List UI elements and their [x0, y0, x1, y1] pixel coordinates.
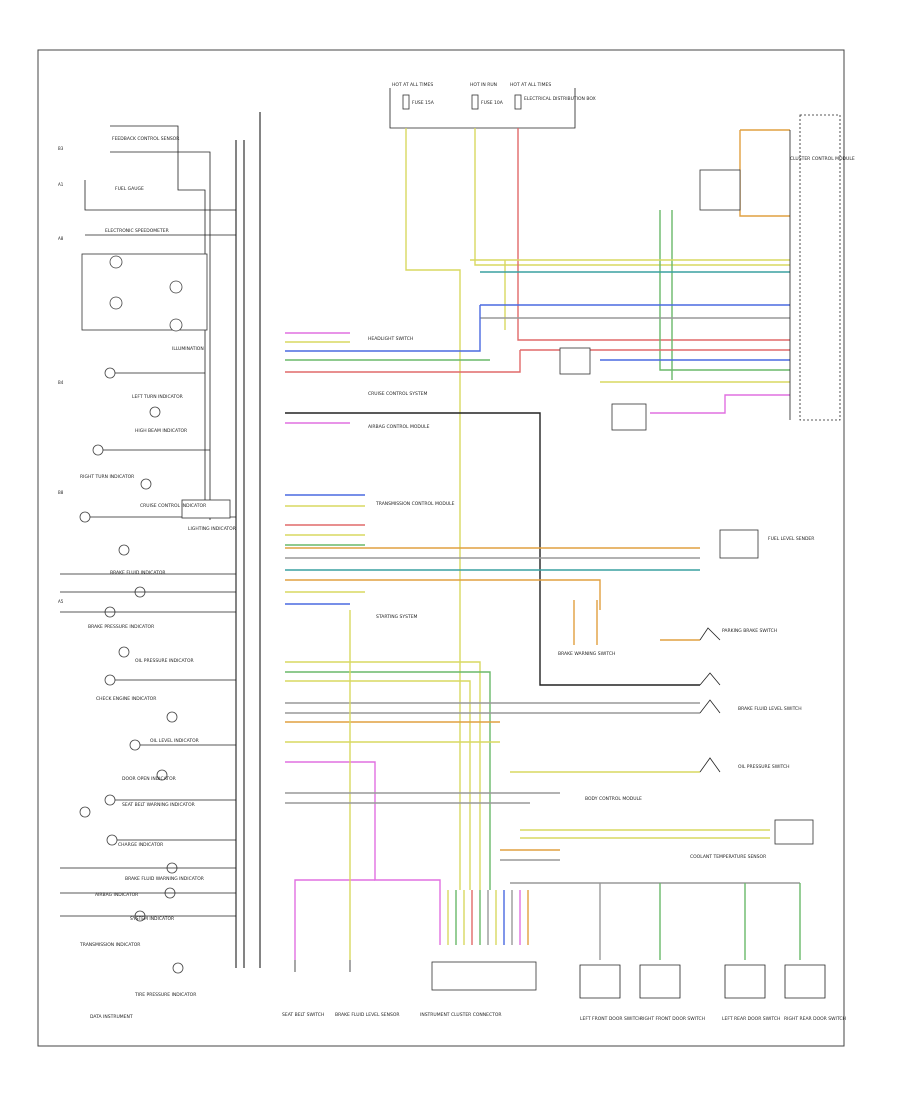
wire-red: [285, 350, 521, 373]
svg-text:BRAKE FLUID INDICATOR: BRAKE FLUID INDICATOR: [110, 570, 166, 576]
svg-text:ILLUMINATION: ILLUMINATION: [172, 346, 204, 352]
wire-orange: [739, 130, 790, 217]
warning-box: [611, 403, 647, 431]
fuel-sender: [719, 529, 759, 559]
svg-text:BRAKE WARNING SWITCH: BRAKE WARNING SWITCH: [558, 651, 615, 657]
relay-box: [559, 347, 591, 375]
svg-text:TRANSMISSION INDICATOR: TRANSMISSION INDICATOR: [79, 942, 140, 948]
svg-text:RIGHT FRONT DOOR SWITCH: RIGHT FRONT DOOR SWITCH: [640, 1016, 705, 1022]
svg-text:LEFT REAR DOOR SWITCH: LEFT REAR DOOR SWITCH: [722, 1016, 780, 1022]
svg-text:RIGHT REAR DOOR SWITCH: RIGHT REAR DOOR SWITCH: [784, 1016, 846, 1022]
svg-text:OIL PRESSURE INDICATOR: OIL PRESSURE INDICATOR: [135, 658, 194, 664]
svg-text:BODY CONTROL MODULE: BODY CONTROL MODULE: [585, 796, 642, 802]
coolant-sensor: [774, 819, 814, 845]
gauge-icon: [109, 296, 123, 310]
wire-green: [285, 671, 491, 890]
wire-yellow: [285, 680, 471, 890]
svg-text:B4: B4: [58, 380, 64, 385]
wire-green: [659, 210, 790, 371]
svg-text:SYSTEM INDICATOR: SYSTEM INDICATOR: [130, 916, 174, 922]
svg-text:A1: A1: [58, 182, 64, 187]
connector-block: [431, 961, 537, 991]
cluster-connector-pins: [439, 890, 529, 945]
svg-text:BRAKE FLUID LEVEL SWITCH: BRAKE FLUID LEVEL SWITCH: [738, 706, 802, 712]
wire-yellow: [474, 128, 790, 266]
svg-text:A8: A8: [58, 236, 64, 241]
wire-pink: [650, 394, 790, 414]
svg-text:FUEL LEVEL SENDER: FUEL LEVEL SENDER: [768, 536, 814, 542]
cluster-labels: FEEDBACK CONTROL SENSOR B3 FUEL GAUGE A1…: [58, 136, 236, 1020]
wire-harness: [285, 128, 801, 960]
svg-text:LEFT FRONT DOOR SWITCH: LEFT FRONT DOOR SWITCH: [580, 1016, 642, 1022]
wire-blue: [285, 305, 481, 352]
svg-text:PARKING BRAKE SWITCH: PARKING BRAKE SWITCH: [722, 628, 777, 634]
svg-text:ELECTRONIC SPEEDOMETER: ELECTRONIC SPEEDOMETER: [105, 228, 169, 234]
fuse-icon: [471, 94, 479, 110]
svg-text:OIL LEVEL INDICATOR: OIL LEVEL INDICATOR: [150, 738, 199, 744]
svg-text:TIRE PRESSURE INDICATOR: TIRE PRESSURE INDICATOR: [134, 992, 196, 998]
control-unit-box: [699, 169, 741, 211]
indicator-lamps: [79, 367, 184, 974]
svg-text:B8: B8: [58, 490, 64, 495]
svg-text:INSTRUMENT CLUSTER CONNECTOR: INSTRUMENT CLUSTER CONNECTOR: [420, 1012, 502, 1018]
svg-text:BRAKE FLUID WARNING INDICATOR: BRAKE FLUID WARNING INDICATOR: [125, 876, 204, 882]
svg-text:FUSE 10A: FUSE 10A: [481, 100, 504, 106]
svg-text:DOOR OPEN INDICATOR: DOOR OPEN INDICATOR: [122, 776, 176, 782]
svg-text:HEADLIGHT SWITCH: HEADLIGHT SWITCH: [368, 336, 413, 342]
svg-text:DATA INSTRUMENT: DATA INSTRUMENT: [90, 1014, 133, 1020]
gauge-icon: [169, 318, 183, 332]
svg-text:AIRBAG CONTROL MODULE: AIRBAG CONTROL MODULE: [368, 424, 430, 430]
lighting-indicator-box: [181, 499, 231, 519]
svg-text:BRAKE FLUID LEVEL SENSOR: BRAKE FLUID LEVEL SENSOR: [335, 1012, 400, 1018]
wire-yellow: [285, 661, 481, 890]
svg-text:COOLANT TEMPERATURE SENSOR: COOLANT TEMPERATURE SENSOR: [690, 854, 766, 860]
svg-text:HIGH BEAM INDICATOR: HIGH BEAM INDICATOR: [135, 428, 187, 434]
svg-text:SEAT BELT SWITCH: SEAT BELT SWITCH: [282, 1012, 324, 1018]
fuse-icon: [402, 94, 410, 110]
svg-text:CLUSTER CONTROL MODULE: CLUSTER CONTROL MODULE: [790, 156, 855, 162]
svg-text:CRUISE CONTROL INDICATOR: CRUISE CONTROL INDICATOR: [140, 503, 206, 509]
svg-text:BRAKE PRESSURE INDICATOR: BRAKE PRESSURE INDICATOR: [88, 624, 154, 630]
wire-orange: [285, 579, 601, 610]
wire-black: [285, 412, 700, 686]
cluster-module: [799, 114, 841, 421]
svg-text:LEFT TURN INDICATOR: LEFT TURN INDICATOR: [132, 394, 183, 400]
svg-text:A5: A5: [58, 599, 64, 604]
svg-text:CRUISE CONTROL SYSTEM: CRUISE CONTROL SYSTEM: [368, 391, 427, 397]
fuse-block: HOT AT ALL TIMES FUSE 15A HOT IN RUN FUS…: [389, 82, 596, 129]
svg-text:FUSE 15A: FUSE 15A: [412, 100, 435, 106]
wire-red: [517, 128, 790, 341]
switch-icons: [699, 627, 721, 773]
instrument-cluster: FEEDBACK CONTROL SENSOR B3 FUEL GAUGE A1…: [58, 112, 261, 1020]
wire-pink: [285, 761, 441, 890]
svg-text:OIL PRESSURE SWITCH: OIL PRESSURE SWITCH: [738, 764, 790, 770]
svg-text:AIRBAG INDICATOR: AIRBAG INDICATOR: [95, 892, 138, 898]
wire-pink: [294, 879, 375, 960]
module-labels: HEADLIGHT SWITCH CRUISE CONTROL SYSTEM A…: [368, 336, 642, 802]
svg-text:RIGHT TURN INDICATOR: RIGHT TURN INDICATOR: [80, 474, 134, 480]
svg-text:TRANSMISSION CONTROL MODULE: TRANSMISSION CONTROL MODULE: [375, 501, 455, 507]
svg-text:HOT IN RUN: HOT IN RUN: [470, 82, 497, 88]
svg-text:SEAT BELT WARNING INDICATOR: SEAT BELT WARNING INDICATOR: [122, 802, 195, 808]
svg-text:STARTING SYSTEM: STARTING SYSTEM: [376, 614, 418, 620]
gauge-icon: [109, 255, 123, 269]
svg-text:ELECTRICAL DISTRIBUTION BOX: ELECTRICAL DISTRIBUTION BOX: [524, 96, 596, 102]
svg-text:HOT AT ALL TIMES: HOT AT ALL TIMES: [510, 82, 551, 88]
svg-text:HOT AT ALL TIMES: HOT AT ALL TIMES: [392, 82, 433, 88]
svg-text:CHECK ENGINE INDICATOR: CHECK ENGINE INDICATOR: [96, 696, 156, 702]
bottom-components: SEAT BELT SWITCH BRAKE FLUID LEVEL SENSO…: [282, 960, 846, 1022]
svg-text:FUEL GAUGE: FUEL GAUGE: [115, 186, 144, 192]
right-modules: CLUSTER CONTROL MODULE FUEL LEVEL SENDER…: [559, 114, 855, 860]
svg-text:CHARGE INDICATOR: CHARGE INDICATOR: [118, 842, 163, 848]
svg-text:LIGHTING INDICATOR: LIGHTING INDICATOR: [188, 526, 236, 532]
svg-text:B3: B3: [58, 146, 64, 151]
svg-text:FEEDBACK CONTROL SENSOR: FEEDBACK CONTROL SENSOR: [112, 136, 179, 142]
gauge-icon: [169, 280, 183, 294]
fuse-icon: [514, 94, 522, 110]
diagram-frame: [37, 49, 845, 1047]
wire-yellow: [405, 128, 461, 890]
